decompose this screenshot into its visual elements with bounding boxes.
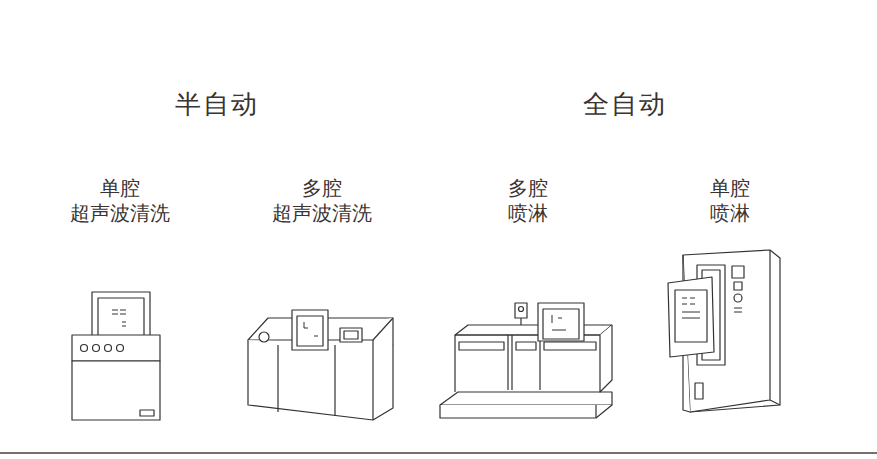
machine-label: 单腔 超声波清洗	[70, 176, 170, 226]
bottom-rule	[0, 452, 877, 454]
group-heading: 全自动	[583, 88, 667, 121]
machine-label: 单腔 喷淋	[710, 176, 750, 226]
multi-ultrasonic-machine	[248, 310, 393, 420]
single-ultrasonic-machine	[72, 292, 160, 420]
group-heading: 半自动	[175, 88, 259, 121]
machine-label: 多腔 超声波清洗	[272, 176, 372, 226]
single-spray-machine	[668, 250, 780, 412]
multi-spray-machine	[440, 303, 612, 418]
machine-label: 多腔 喷淋	[508, 176, 548, 226]
